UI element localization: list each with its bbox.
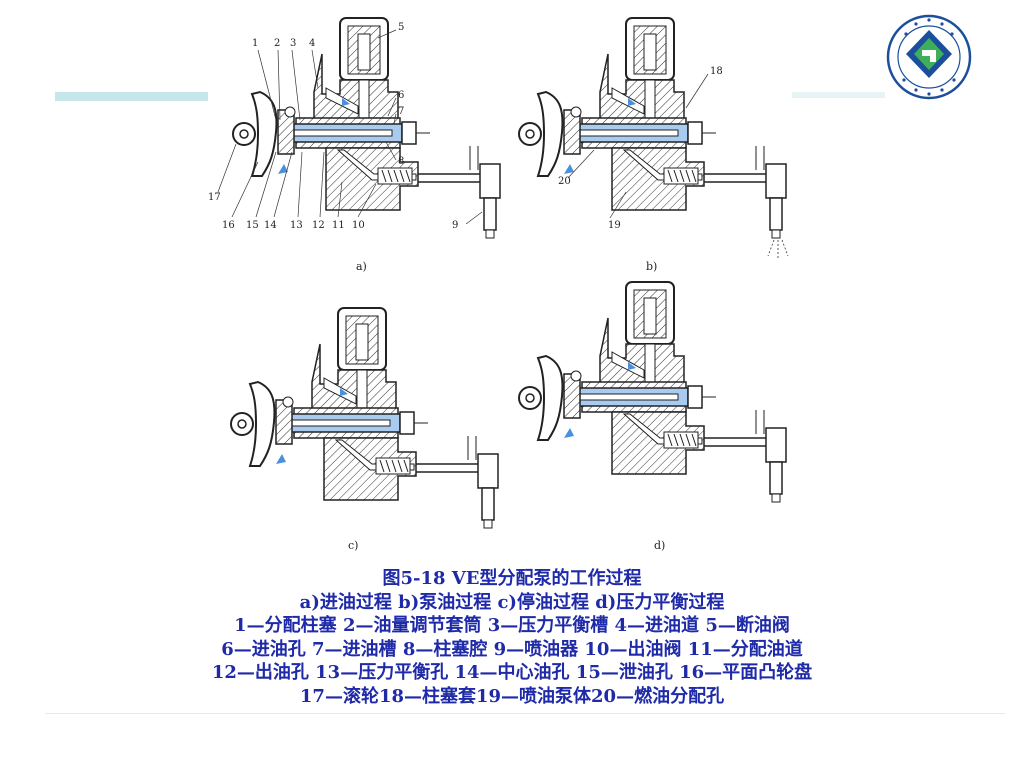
callout-11: 11 (332, 220, 345, 231)
callout-1: 1 (252, 38, 258, 49)
callout-19: 19 (608, 220, 621, 231)
callout-20: 20 (558, 176, 571, 187)
caption-legend-line: 12—出油孔 13—压力平衡孔 14—中心油孔 15—泄油孔 16—平面凸轮盘 (211, 662, 813, 683)
caption-legend-line: 6—进油孔 7—进油槽 8—柱塞腔 9—喷油器 10—出油阀 11—分配油道 (221, 638, 803, 660)
callout-6: 6 (398, 90, 404, 101)
callout-5: 5 (398, 22, 404, 33)
callout-13: 13 (290, 220, 303, 231)
callout-17: 17 (208, 192, 221, 203)
decorative-top-band-right (790, 92, 885, 98)
caption-subtitle: a)进油过程 b)泵油过程 c)停油过程 d)压力平衡过程 (299, 591, 725, 613)
panel-d-diagram: d) (518, 281, 787, 552)
caption-title: 图5-18 VE型分配泵的工作过程 (382, 568, 642, 589)
university-seal-logo (886, 14, 972, 100)
callout-12: 12 (312, 220, 325, 231)
callout-2: 2 (274, 38, 280, 49)
panel-c-diagram: c) (230, 307, 499, 552)
callout-15: 15 (246, 220, 259, 231)
caption-legend-line: 1—分配柱塞 2—油量调节套筒 3—压力平衡槽 4—进油道 5—断油阀 (234, 615, 790, 636)
callout-10: 10 (352, 220, 365, 231)
decorative-top-band (55, 92, 210, 101)
callout-3: 3 (290, 38, 296, 49)
callout-7: 7 (398, 106, 404, 117)
callout-14: 14 (264, 220, 277, 231)
panel-label-a: a) (356, 260, 367, 273)
callout-16: 16 (222, 220, 235, 231)
callout-4: 4 (309, 38, 315, 49)
caption-legend-line: 17—滚轮18—柱塞套19—喷油泵体20—燃油分配孔 (299, 685, 725, 707)
pump-diagram-figure: 1 2 3 4 5 6 7 8 9 10 11 12 13 14 15 16 1… (208, 12, 792, 565)
panel-label-b: b) (646, 260, 657, 273)
panel-label-c: c) (348, 539, 358, 552)
panel-b-diagram: 18 19 20 b) (518, 17, 789, 273)
callout-8: 8 (398, 156, 404, 167)
panel-a-diagram: 1 2 3 4 5 6 7 8 9 10 11 12 13 14 15 16 1… (208, 17, 501, 273)
decorative-bottom-line (45, 713, 1005, 714)
callout-18: 18 (710, 66, 723, 77)
callout-9: 9 (452, 220, 458, 231)
panel-label-d: d) (654, 539, 665, 552)
figure-caption: 图5-18 VE型分配泵的工作过程 a)进油过程 b)泵油过程 c)停油过程 d… (0, 567, 1024, 708)
